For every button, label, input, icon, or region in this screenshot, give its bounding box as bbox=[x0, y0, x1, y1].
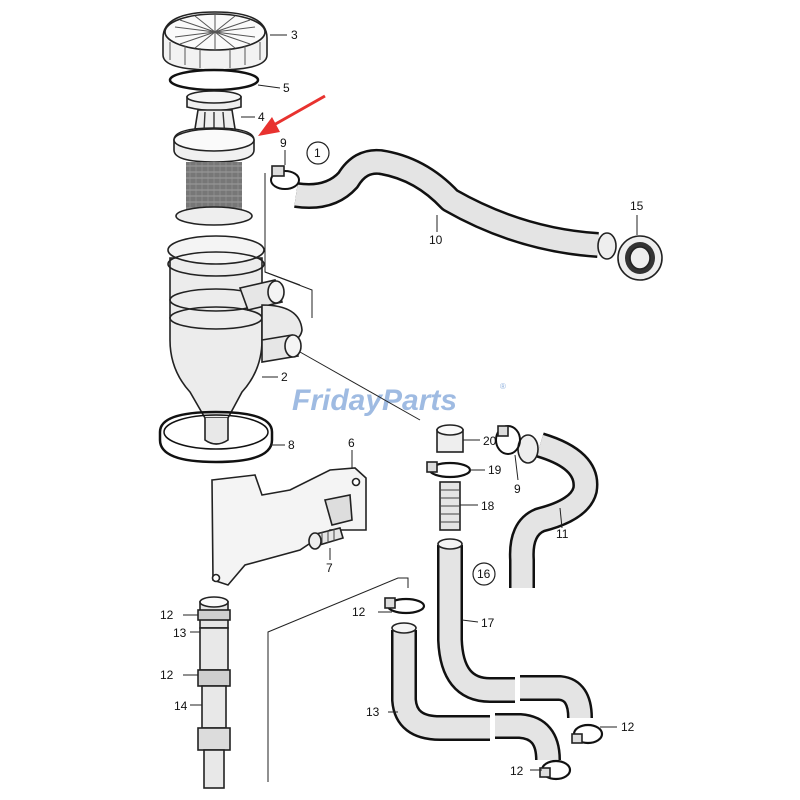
callout-16-circle bbox=[472, 562, 496, 586]
callout-13b: 13 bbox=[366, 705, 380, 719]
lower-drain-hose bbox=[197, 596, 231, 789]
callout-labels: 3 5 4 9 1 10 15 2 8 6 7 20 19 9 18 11 16… bbox=[160, 28, 644, 778]
clamp-ring bbox=[158, 410, 274, 464]
callout-2: 2 bbox=[281, 370, 288, 384]
bolt bbox=[308, 527, 344, 550]
callout-12a: 12 bbox=[352, 605, 366, 619]
callout-5: 5 bbox=[283, 81, 290, 95]
callout-17: 17 bbox=[481, 616, 495, 630]
watermark: FridayParts ® bbox=[292, 382, 506, 417]
callout-12c: 12 bbox=[160, 668, 174, 682]
hose-clamp-11 bbox=[495, 425, 521, 455]
mounting-bracket bbox=[211, 467, 367, 586]
callout-6: 6 bbox=[348, 436, 355, 450]
vent-clamp bbox=[426, 461, 472, 479]
vent-cap bbox=[436, 424, 464, 453]
callout-4: 4 bbox=[258, 110, 265, 124]
callout-11: 11 bbox=[556, 527, 569, 541]
watermark-trademark: ® bbox=[500, 382, 506, 391]
callout-1: 1 bbox=[314, 146, 321, 160]
callout-19: 19 bbox=[488, 463, 502, 477]
callout-14: 14 bbox=[174, 699, 188, 713]
callout-13a: 13 bbox=[173, 626, 187, 640]
callout-3: 3 bbox=[291, 28, 298, 42]
callout-10: 10 bbox=[429, 233, 443, 247]
hose-clamp-upper bbox=[270, 165, 300, 190]
connector-lines bbox=[183, 34, 638, 782]
mesh-filter bbox=[175, 162, 253, 226]
separator-insert bbox=[173, 109, 255, 163]
oil-separator-assembly bbox=[158, 11, 367, 789]
vent-assembly bbox=[426, 424, 599, 588]
callout-12e: 12 bbox=[510, 764, 524, 778]
callout-12b: 12 bbox=[160, 608, 174, 622]
callout-12d: 12 bbox=[621, 720, 635, 734]
callout-7: 7 bbox=[326, 561, 333, 575]
callout-9: 9 bbox=[280, 136, 287, 150]
filler-cap bbox=[162, 11, 268, 71]
callout-20: 20 bbox=[483, 434, 497, 448]
callout-16: 16 bbox=[477, 567, 491, 581]
grommet bbox=[617, 235, 663, 281]
callout-18: 18 bbox=[481, 499, 495, 513]
hose-clamp-12-top bbox=[384, 597, 426, 615]
callout-9b: 9 bbox=[514, 482, 521, 496]
lower-hose-assembly bbox=[384, 538, 604, 781]
o-ring bbox=[168, 68, 260, 92]
watermark-text: FridayParts bbox=[292, 384, 457, 417]
breather-hose-upper bbox=[270, 148, 663, 281]
separator-housing bbox=[167, 235, 303, 445]
hose-11 bbox=[495, 425, 599, 588]
red-arrow-indicator bbox=[258, 94, 326, 136]
callout-1-circle bbox=[306, 141, 330, 165]
vent-fitting bbox=[439, 481, 461, 531]
callout-8: 8 bbox=[288, 438, 295, 452]
callout-15: 15 bbox=[630, 199, 644, 213]
hose-clamp-12-bottom bbox=[539, 759, 572, 781]
hose-clamp-12-right bbox=[571, 723, 604, 745]
